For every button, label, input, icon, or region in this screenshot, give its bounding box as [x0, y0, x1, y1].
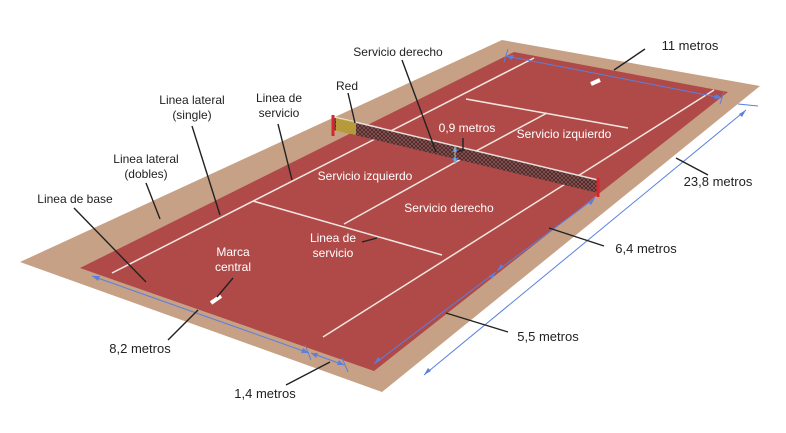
label-linea-lateral-single-1: Linea lateral: [159, 93, 224, 107]
label-linea-servicio-top-1: Linea de: [256, 91, 302, 105]
label-6-4-metros: 6,4 metros: [615, 241, 677, 256]
arrow-6-4-bottom: [497, 264, 504, 271]
leader-linea-base: [73, 207, 147, 283]
dim-8-2m: [91, 275, 310, 354]
label-marca-central-2: central: [215, 260, 251, 274]
arrow-11m-right: [714, 94, 722, 99]
dim-6-4m: [496, 197, 596, 272]
leader-6-4m: [548, 227, 605, 247]
label-servicio-derecho-top: Servicio derecho: [353, 45, 443, 59]
dim-11m-tick-a: [503, 48, 509, 63]
label-red: Red: [336, 79, 358, 93]
center-service-line-near: [343, 157, 464, 225]
dim-11m: [505, 55, 723, 99]
arrow-1-4-right: [337, 360, 344, 365]
leader-red: [347, 92, 356, 124]
label-linea-lateral-dobles-1: Linea lateral: [113, 152, 178, 166]
center-mark-far: [590, 78, 601, 86]
arrow-23-left: [739, 110, 746, 117]
arrow-8-2-right: [301, 348, 309, 353]
leader-linea-lateral-dobles: [145, 182, 161, 220]
service-line-near: [252, 200, 443, 256]
label-0-9-metros: 0,9 metros: [439, 121, 496, 135]
arrow-23-right: [424, 368, 431, 375]
dim-11m-tick-b: [719, 90, 725, 105]
leader-linea-lateral-single: [191, 125, 221, 216]
arrow-6-4-top: [588, 198, 595, 205]
arrow-1-4-left: [311, 353, 318, 358]
label-11-metros: 11 metros: [662, 38, 719, 53]
label-linea-servicio-court-2: servicio: [313, 246, 354, 260]
court-surface: [80, 52, 728, 371]
singles-sideline-right: [322, 89, 715, 338]
arrow-5-5-bottom: [374, 357, 381, 364]
label-linea-lateral-dobles-2: (dobles): [124, 167, 167, 181]
arrow-8-2-left: [92, 276, 100, 281]
leader-marca-central: [216, 277, 234, 298]
leader-linea-servicio-court: [361, 237, 378, 243]
label-linea-servicio-top-2: servicio: [259, 106, 300, 120]
leader-0-9m-b: [456, 149, 464, 153]
leader-5-5m: [445, 312, 509, 333]
label-linea-lateral-single-2: (single): [172, 108, 211, 122]
label-marca-central-1: Marca: [216, 245, 250, 259]
label-servicio-izquierdo-far: Servicio izquierdo: [517, 127, 612, 141]
leader-lines: [73, 48, 709, 386]
leader-linea-servicio-top: [277, 123, 293, 181]
label-servicio-derecho-near: Servicio derecho: [404, 201, 494, 215]
label-linea-base: Linea de base: [37, 192, 113, 206]
label-linea-servicio-court-1: Linea de: [310, 231, 356, 245]
leader-1-4m: [285, 361, 331, 386]
net-tape: [333, 116, 599, 181]
label-servicio-izquierdo-near: Servicio izquierdo: [318, 169, 413, 183]
arrow-5-5-top: [489, 272, 496, 279]
center-mark-near: [209, 294, 223, 305]
singles-sideline-left: [111, 57, 535, 274]
label-1-4-metros: 1,4 metros: [234, 386, 296, 401]
label-23-8-metros: 23,8 metros: [684, 174, 753, 189]
net-highlight: [336, 118, 356, 135]
dim-23-8m-tick: [737, 103, 759, 107]
leader-23-8m: [675, 157, 709, 176]
net: [334, 117, 598, 193]
label-8-2-metros: 8,2 metros: [109, 341, 171, 356]
leader-servicio-derecho-top: [401, 59, 437, 153]
leader-8-2m: [167, 309, 199, 341]
dim-tick-b: [341, 357, 349, 373]
court-lines: [111, 57, 715, 338]
dim-5-5m: [373, 271, 497, 365]
leader-11m: [613, 48, 646, 71]
dim-23-8m: [423, 109, 747, 376]
arrow-11m-left: [506, 55, 514, 60]
label-5-5-metros: 5,5 metros: [517, 329, 579, 344]
